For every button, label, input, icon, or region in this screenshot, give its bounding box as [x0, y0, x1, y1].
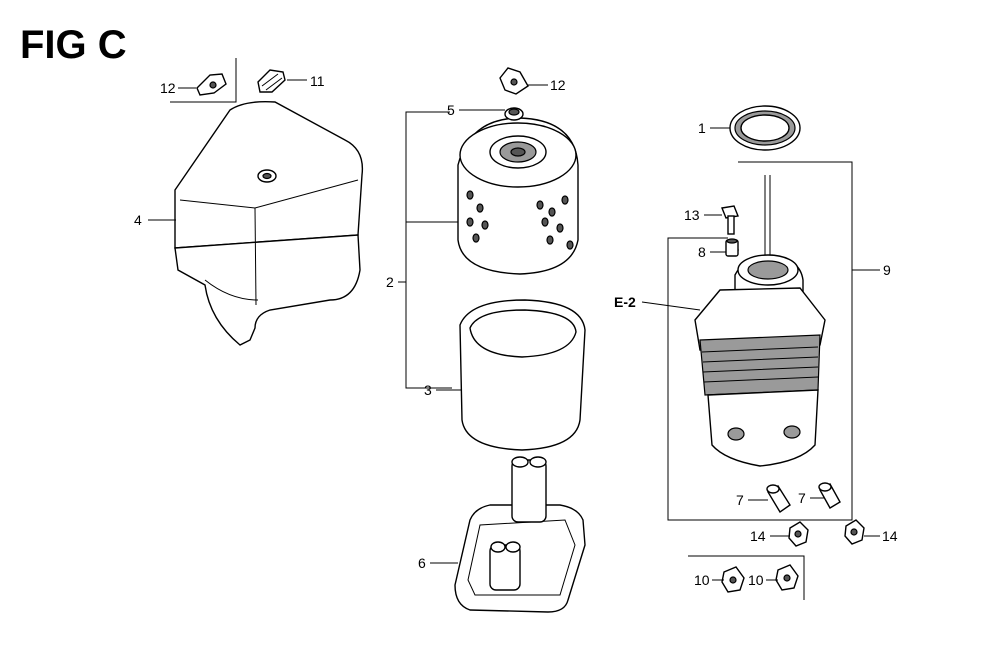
figure-title: FIG C: [20, 23, 127, 67]
callout-7-right: 7: [798, 490, 806, 506]
bracket-11-12: [170, 58, 237, 103]
callout-10-right: 10: [748, 572, 764, 588]
part-1-gasket: [729, 105, 801, 151]
callout-10-left: 10: [694, 572, 710, 588]
part-10-nut-right: [775, 564, 799, 591]
part-11-bolt: [257, 69, 286, 93]
callout-14-right: 14: [882, 528, 898, 544]
part-6-air-cleaner-case: [454, 456, 586, 613]
part-3-foam-element: [459, 299, 586, 451]
part-9-elbow: [694, 175, 826, 467]
callout-11: 11: [310, 73, 325, 89]
part-13-bolt: [721, 205, 739, 235]
callout-e2: E-2: [614, 294, 636, 310]
callout-14-left: 14: [750, 528, 766, 544]
part-7-collar-right: [818, 482, 841, 509]
callout-1: 1: [698, 120, 706, 136]
callout-8: 8: [698, 244, 706, 260]
part-7-collar-left: [766, 484, 791, 514]
part-2-element-assembly: [457, 107, 579, 275]
part-4-air-cleaner-cover: [174, 100, 364, 346]
part-12-wing-nut-center: [499, 67, 529, 95]
callout-9: 9: [883, 262, 891, 278]
callout-5: 5: [447, 102, 455, 118]
part-8-collar: [725, 238, 739, 257]
bracket-9: [667, 161, 853, 521]
bracket-10: [688, 555, 805, 600]
part-14-nut-right: [844, 519, 865, 545]
part-10-nut-left: [721, 566, 745, 593]
callout-7-left: 7: [736, 492, 744, 508]
callout-3: 3: [424, 382, 432, 398]
callout-6: 6: [418, 555, 426, 571]
part-14-nut-left: [788, 521, 809, 547]
callout-12-center: 12: [550, 77, 566, 93]
callout-4: 4: [134, 212, 142, 228]
callout-2: 2: [386, 274, 394, 290]
callout-13: 13: [684, 207, 700, 223]
perforation-holes: [466, 190, 574, 250]
bracket-2: [405, 111, 452, 389]
leader-lines: [148, 79, 880, 581]
part-12-wing-nut-left: [196, 73, 227, 96]
callout-12-left: 12: [160, 80, 176, 96]
